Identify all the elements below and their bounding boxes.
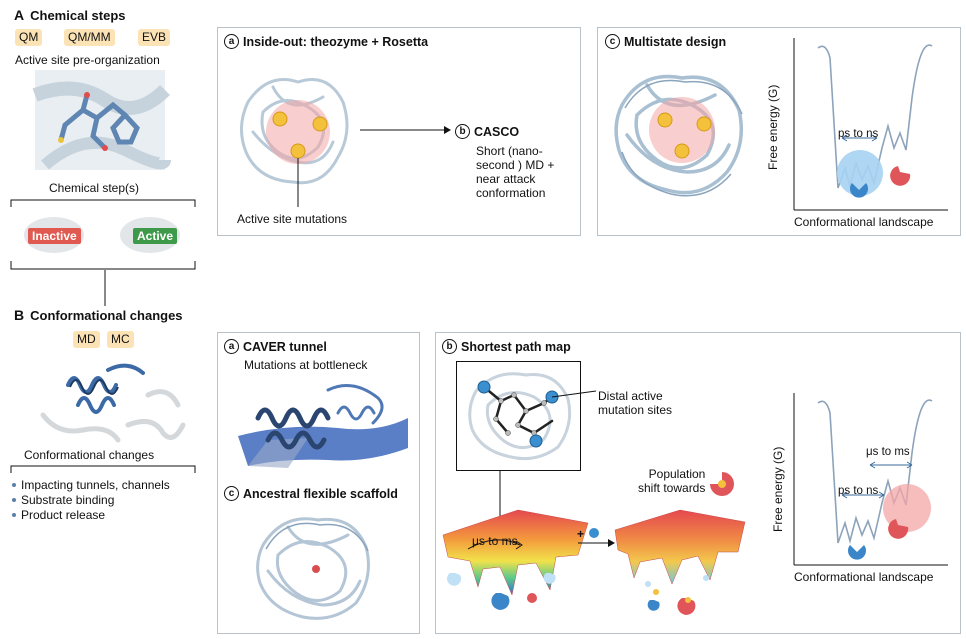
section-b-header: B Conformational changes [14, 307, 183, 323]
panel-bc-letter: c [224, 486, 239, 501]
panel-aa-title: a Inside-out: theozyme + Rosetta [224, 34, 428, 49]
ac-ylabel: Free energy (G) [766, 84, 780, 170]
bb-timescale-fast: ps to ns [838, 485, 879, 497]
arrow-to-casco [360, 126, 451, 134]
casco-description: Short (nano- second ) MD + near attack c… [476, 144, 554, 200]
plus-sign: + [577, 527, 585, 541]
bullet-tunnels: Impacting tunnels, channels [21, 478, 170, 492]
section-a-title: Chemical steps [30, 8, 126, 23]
casco-desc-line-2: second ) MD + [476, 158, 555, 172]
section-b-letter: B [14, 307, 25, 323]
caver-subtitle: Mutations at bottleneck [244, 358, 368, 372]
shortest-path-map-inset [456, 361, 597, 471]
panel-bc-title: c Ancestral flexible scaffold [224, 486, 398, 501]
bb-timescale-slow: μs to ms [866, 446, 910, 458]
casco-desc-line-1: Short (nano- [476, 144, 543, 158]
conformational-protein [40, 363, 186, 443]
distal-sites-label: Distal active mutation sites [598, 389, 672, 417]
method-qm: QM [15, 29, 43, 46]
panel-ac-letter: c [605, 34, 620, 49]
panel-ac-title-text: Multistate design [624, 34, 727, 49]
population-target-icon [710, 472, 734, 496]
ac-xlabel: Conformational landscape [794, 215, 934, 229]
panel-bc-title-text: Ancestral flexible scaffold [243, 486, 398, 501]
ac-timescale: ps to ns [838, 128, 879, 140]
conformational-caption: Conformational changes [24, 448, 155, 462]
panel-bb-title: b Shortest path map [442, 339, 571, 354]
bullet-substrate: Substrate binding [21, 493, 115, 507]
panel-aa-letter: a [224, 34, 239, 49]
method-qmmm: QM/MM [64, 29, 115, 46]
surface-timescale: μs to ms [472, 534, 518, 548]
conformational-bracket [10, 465, 196, 473]
panel-ba-title: a CAVER tunnel [224, 339, 327, 354]
population-line-2: shift towards [638, 481, 706, 495]
method-evb: EVB [138, 29, 171, 46]
panel-caver-ancestral [217, 332, 420, 634]
method-mc: MC [107, 331, 134, 348]
panel-ac-title: c Multistate design [605, 34, 726, 49]
panel-aa-title-text: Inside-out: theozyme + Rosetta [243, 34, 429, 49]
bullet-item: Impacting tunnels, channels [10, 478, 170, 493]
bb-ylabel: Free energy (G) [771, 446, 785, 532]
distal-line-1: Distal active [598, 389, 663, 403]
bullet-product: Product release [21, 508, 106, 522]
multistate-protein [614, 74, 743, 197]
panel-ab-letter: b [455, 124, 470, 139]
casco-desc-line-3: near attack [476, 172, 536, 186]
energy-surface-before [442, 509, 589, 610]
bullet-item: Product release [10, 508, 170, 523]
energy-surface-after [614, 509, 746, 615]
population-line-1: Population [648, 467, 706, 481]
conformational-bullets: Impacting tunnels, channels Substrate bi… [10, 478, 170, 523]
casco-desc-line-4: conformation [476, 186, 546, 200]
active-label: Active [133, 228, 178, 244]
section-a-letter: A [14, 7, 25, 23]
section-b-title: Conformational changes [30, 308, 183, 323]
caver-tunnel-image [238, 384, 408, 468]
active-site-image [32, 70, 171, 170]
mutation-arrow [578, 528, 615, 547]
active-site-mutations-label: Active site mutations [237, 212, 348, 226]
connector-line [104, 270, 106, 306]
theozyme-protein [240, 78, 349, 207]
chemical-steps-label: Chemical step(s) [49, 181, 140, 195]
panel-ba-title-text: CAVER tunnel [243, 339, 327, 354]
inactive-label: Inactive [28, 228, 81, 244]
panel-bb-title-text: Shortest path map [461, 339, 571, 354]
panel-bb-letter: b [442, 339, 457, 354]
energy-landscape-multistate [793, 38, 948, 211]
ancestral-scaffold-image [256, 517, 370, 620]
section-a-header: A Chemical steps [14, 7, 126, 23]
panel-ba-letter: a [224, 339, 239, 354]
method-md: MD [73, 331, 100, 348]
panel-ab-title-text: CASCO [474, 124, 520, 139]
bullet-item: Substrate binding [10, 493, 170, 508]
active-site-subtitle: Active site pre-organization [15, 53, 160, 67]
distal-line-2: mutation sites [598, 403, 673, 417]
bb-xlabel: Conformational landscape [794, 570, 934, 584]
population-shift-label: Population shift towards [638, 467, 705, 495]
panel-ab-title: b CASCO [455, 124, 519, 139]
energy-landscape-shortest-path [793, 393, 948, 566]
